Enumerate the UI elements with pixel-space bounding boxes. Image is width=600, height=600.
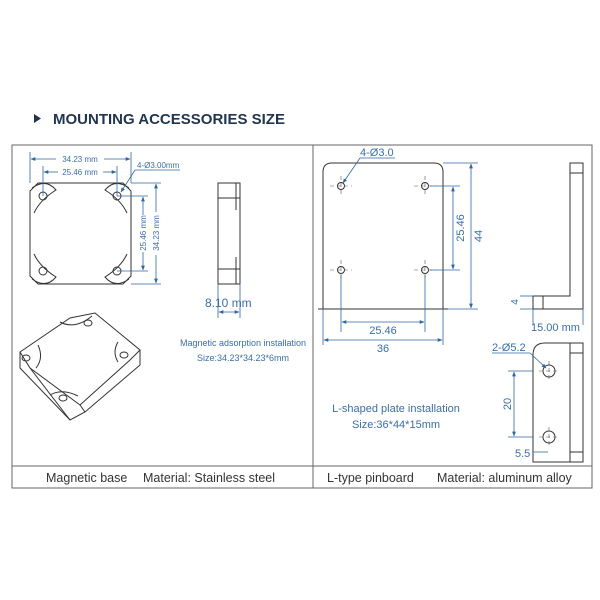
dim-base-thickness: 4 — [510, 299, 521, 305]
description-line-1: Magnetic adsorption installation — [180, 338, 306, 348]
dim-hole-spacing-vertical: 25.46 mm — [139, 215, 148, 251]
dim-outer-height: 34.23 mm — [152, 215, 161, 251]
magnetic-base-top-view — [29, 182, 132, 285]
magnetic-base-side-view — [217, 182, 241, 318]
dim-height: 44 — [473, 230, 485, 242]
dim-outer-width: 34.23 mm — [62, 155, 98, 164]
dim-hole-spacing: 25.46 mm — [62, 168, 98, 177]
caption-name: L-type pinboard — [327, 471, 414, 485]
frame — [11, 144, 593, 489]
description-line-2: Size:34.23*34.23*6mm — [197, 353, 289, 363]
dim-hole-pitch: 20 — [502, 398, 514, 410]
l-plate-front-view — [318, 162, 448, 310]
title-bullet-icon — [34, 114, 41, 123]
section-title: MOUNTING ACCESSORIES SIZE — [53, 111, 285, 128]
l-plate-side-view — [520, 162, 584, 325]
dim-hole-spacing-horizontal: 25.46 — [369, 325, 397, 337]
description-line-1: L-shaped plate installation — [332, 403, 460, 415]
magnetic-base-isometric-view — [19, 312, 141, 421]
l-plate-bottom-view — [492, 342, 584, 463]
caption-material: Material: Stainless steel — [143, 471, 275, 485]
caption-name: Magnetic base — [46, 471, 127, 485]
dimension-lines-left — [29, 152, 180, 285]
dim-thickness: 8.10 mm — [205, 296, 252, 310]
description-line-2: Size:36*44*15mm — [352, 419, 440, 431]
caption-material: Material: aluminum alloy — [437, 471, 573, 485]
dim-width: 36 — [377, 343, 389, 355]
dim-hole-spacing-vertical: 25.46 — [455, 214, 467, 242]
dim-depth: 15.00 mm — [531, 322, 580, 334]
dim-edge-offset: 5.5 — [515, 448, 530, 460]
dimension-lines-right — [322, 157, 478, 345]
hole-callout: 4-Ø3.00mm — [137, 161, 180, 170]
hole-callout-2: 2-Ø5.2 — [492, 342, 526, 354]
hole-callout: 4-Ø3.0 — [360, 147, 394, 159]
